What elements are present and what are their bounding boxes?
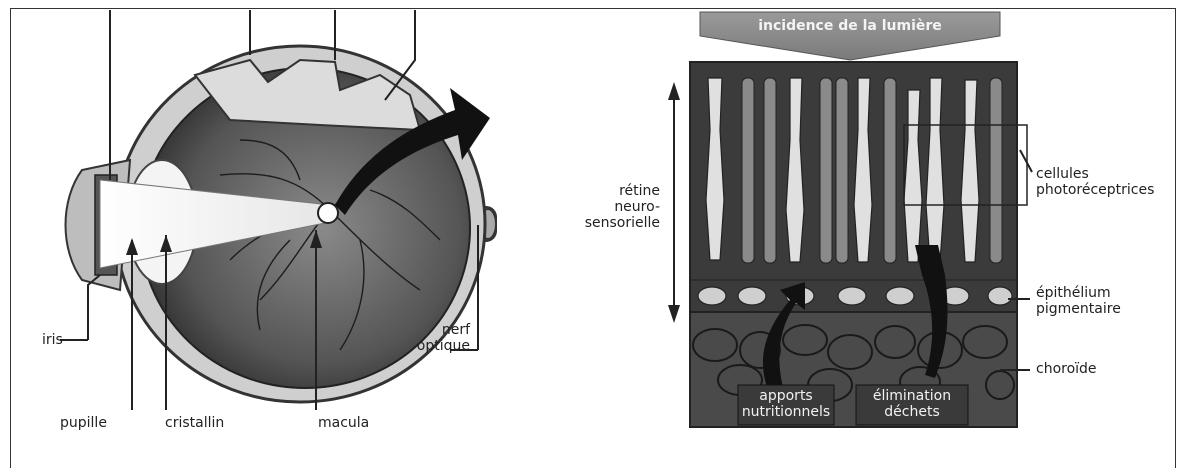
- retina-diagram: [668, 12, 1032, 427]
- label-macula: macula: [318, 415, 369, 431]
- label-pupille: pupille: [60, 415, 107, 431]
- label-nerf: nerf: [400, 322, 470, 338]
- macula-spot: [318, 203, 338, 223]
- label-retine-3: sensorielle: [560, 215, 660, 231]
- label-elimination-1: élimination: [856, 388, 968, 404]
- label-cellules: cellules: [1036, 166, 1089, 182]
- banner-text: incidence de la lumière: [700, 18, 1000, 34]
- label-apports-2: nutritionnels: [738, 404, 834, 420]
- label-apports-1: apports: [738, 388, 834, 404]
- label-iris: iris: [42, 332, 63, 348]
- label-cristallin: cristallin: [165, 415, 224, 431]
- label-elimination-2: déchets: [856, 404, 968, 420]
- label-choroide: choroïde: [1036, 361, 1097, 377]
- label-retine-2: neuro-: [560, 199, 660, 215]
- label-retine-1: rétine: [560, 183, 660, 199]
- label-pigmentaire: pigmentaire: [1036, 301, 1121, 317]
- label-photoreceptrices: photoréceptrices: [1036, 182, 1154, 198]
- label-optique: optique: [400, 338, 470, 354]
- label-epithelium: épithélium: [1036, 285, 1111, 301]
